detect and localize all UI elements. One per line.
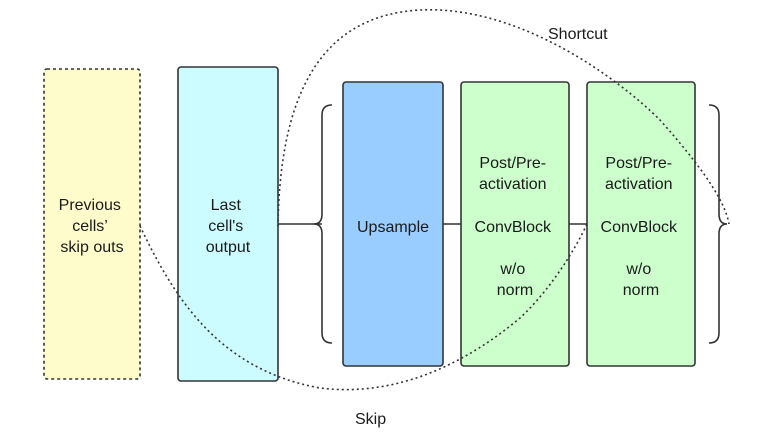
previous-cells-line-2: cells’ bbox=[72, 218, 107, 235]
skip-dotted-curve bbox=[139, 223, 588, 391]
convblock-2-line-4: w/o bbox=[625, 261, 651, 278]
right-curly-brace bbox=[708, 104, 728, 344]
svg-text:Upsample: Upsample bbox=[357, 219, 429, 236]
upsample-box: Upsample bbox=[342, 81, 444, 367]
svg-text:Post/Pre- activation: Post/Pre- activation ConvBlock w/o norm bbox=[601, 155, 682, 299]
svg-text:Last cell's output: Last cell's output bbox=[206, 197, 251, 256]
last-cell-line-2: cell's bbox=[208, 218, 243, 235]
convblock-2-line-1: Post/Pre- bbox=[605, 155, 672, 172]
skip-label: Skip bbox=[355, 411, 386, 428]
convblock-1-line-1: Post/Pre- bbox=[479, 155, 546, 172]
convblock-1-line-5: norm bbox=[497, 282, 533, 299]
shortcut-dotted-curve bbox=[277, 9, 730, 227]
left-curly-brace bbox=[313, 104, 333, 344]
last-cell-line-3: output bbox=[206, 239, 251, 256]
convblock-2-line-2: activation bbox=[605, 176, 673, 193]
convblock-2-line-5: norm bbox=[623, 282, 659, 299]
previous-cells-line-1: Previous bbox=[59, 197, 121, 214]
previous-cells-rect bbox=[43, 68, 141, 380]
last-cell-output-box: Last cell's output bbox=[177, 66, 279, 382]
upsample-label: Upsample bbox=[357, 219, 429, 236]
convblock-1-line-2: activation bbox=[479, 176, 547, 193]
svg-text:Previous cells’ sk: Previous cells’ skip outs bbox=[59, 197, 126, 256]
convblock-2-line-3: ConvBlock bbox=[601, 219, 678, 236]
shortcut-label: Shortcut bbox=[548, 26, 608, 43]
convblock-1-box: Post/Pre- activation ConvBlock w/o norm bbox=[460, 81, 570, 367]
previous-cells-box: Previous cells’ skip outs bbox=[43, 68, 141, 380]
last-cell-line-1: Last bbox=[211, 197, 242, 214]
svg-text:Post/Pre- activation: Post/Pre- activation ConvBlock w/o norm bbox=[475, 155, 556, 299]
convblock-1-line-4: w/o bbox=[499, 261, 525, 278]
convblock-2-box: Post/Pre- activation ConvBlock w/o norm bbox=[586, 81, 696, 367]
convblock-1-line-3: ConvBlock bbox=[475, 219, 552, 236]
previous-cells-line-3: skip outs bbox=[60, 239, 123, 256]
